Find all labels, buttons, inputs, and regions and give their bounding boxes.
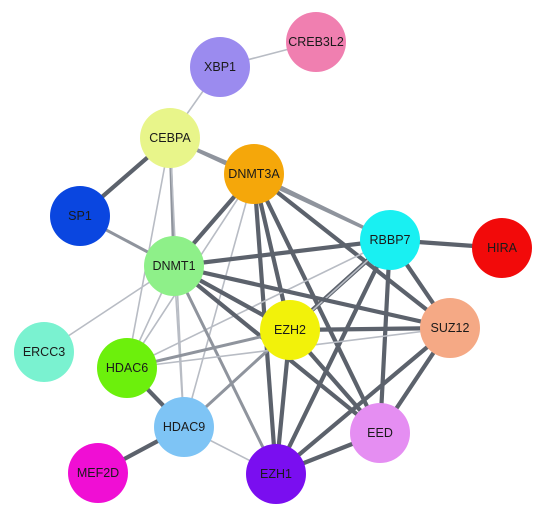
node-hdac9[interactable]: HDAC9 xyxy=(154,397,214,457)
node-ezh1[interactable]: EZH1 xyxy=(246,444,306,504)
node-label-hira: HIRA xyxy=(487,241,518,255)
node-mef2d[interactable]: MEF2D xyxy=(68,443,128,503)
node-label-hdac6: HDAC6 xyxy=(106,361,148,375)
node-circle-hira[interactable] xyxy=(472,218,532,278)
node-circle-mef2d[interactable] xyxy=(68,443,128,503)
node-label-hdac9: HDAC9 xyxy=(163,420,205,434)
node-sp1[interactable]: SP1 xyxy=(50,186,110,246)
node-label-cebpa: CEBPA xyxy=(149,131,191,145)
node-circle-hdac6[interactable] xyxy=(97,338,157,398)
node-label-creb3l2: CREB3L2 xyxy=(288,35,344,49)
node-dnmt1[interactable]: DNMT1 xyxy=(144,236,204,296)
node-creb3l2[interactable]: CREB3L2 xyxy=(286,12,346,72)
edge-rbbp7-ezh1 xyxy=(273,237,393,477)
node-rbbp7[interactable]: RBBP7 xyxy=(360,210,420,270)
node-circle-suz12[interactable] xyxy=(420,298,480,358)
node-circle-ercc3[interactable] xyxy=(14,322,74,382)
node-circle-rbbp7[interactable] xyxy=(360,210,420,270)
edge-dnmt1-ezh1 xyxy=(172,264,278,476)
node-label-ezh2: EZH2 xyxy=(274,323,306,337)
node-circle-sp1[interactable] xyxy=(50,186,110,246)
node-label-rbbp7: RBBP7 xyxy=(370,233,411,247)
node-circle-ezh1[interactable] xyxy=(246,444,306,504)
node-circle-hdac9[interactable] xyxy=(154,397,214,457)
node-label-eed: EED xyxy=(367,426,393,440)
node-hira[interactable]: HIRA xyxy=(472,218,532,278)
edge-rbbp7-hdac6 xyxy=(126,239,391,369)
edge-layer xyxy=(43,41,505,477)
node-circle-xbp1[interactable] xyxy=(190,37,250,97)
node-eed[interactable]: EED xyxy=(350,403,410,463)
node-circle-dnmt3a[interactable] xyxy=(224,144,284,204)
node-hdac6[interactable]: HDAC6 xyxy=(97,338,157,398)
node-cebpa[interactable]: CEBPA xyxy=(140,108,200,168)
node-label-dnmt1: DNMT1 xyxy=(152,259,195,273)
edge-suz12-ezh1 xyxy=(273,325,453,477)
node-ezh2[interactable]: EZH2 xyxy=(260,300,320,360)
node-label-xbp1: XBP1 xyxy=(204,60,236,74)
edge-rbbp7-dnmt1 xyxy=(171,237,393,269)
node-circle-creb3l2[interactable] xyxy=(286,12,346,72)
node-ercc3[interactable]: ERCC3 xyxy=(14,322,74,382)
node-circle-cebpa[interactable] xyxy=(140,108,200,168)
node-circle-ezh2[interactable] xyxy=(260,300,320,360)
node-circle-dnmt1[interactable] xyxy=(144,236,204,296)
node-dnmt3a[interactable]: DNMT3A xyxy=(224,144,284,204)
node-suz12[interactable]: SUZ12 xyxy=(420,298,480,358)
node-label-ezh1: EZH1 xyxy=(260,467,292,481)
node-circle-eed[interactable] xyxy=(350,403,410,463)
node-label-dnmt3a: DNMT3A xyxy=(228,167,280,181)
node-label-suz12: SUZ12 xyxy=(431,321,470,335)
node-label-mef2d: MEF2D xyxy=(77,466,119,480)
node-xbp1[interactable]: XBP1 xyxy=(190,37,250,97)
edge-dnmt1-suz12 xyxy=(171,263,453,331)
node-label-sp1: SP1 xyxy=(68,209,92,223)
node-label-ercc3: ERCC3 xyxy=(23,345,65,359)
edge-dnmt3a-suz12 xyxy=(251,171,453,331)
